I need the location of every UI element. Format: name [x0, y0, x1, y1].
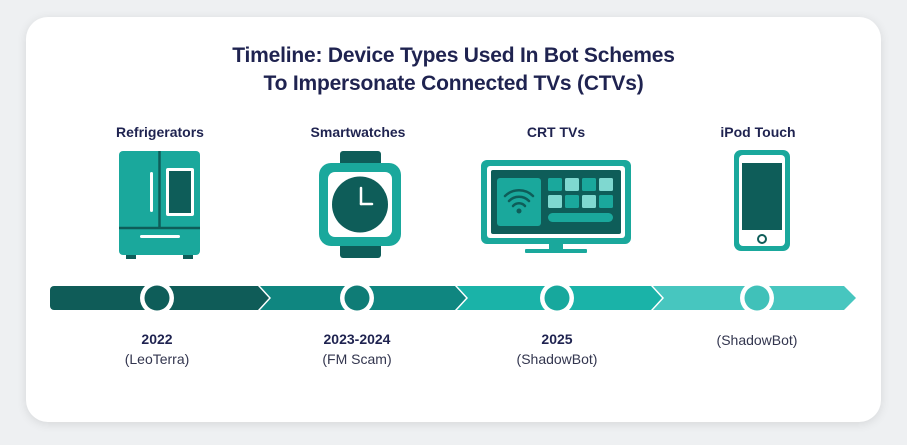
milestone-marker-1 [140, 281, 174, 315]
device-label-smartwatches: Smartwatches [310, 124, 406, 140]
title-line-1: Timeline: Device Types Used In Bot Schem… [232, 44, 675, 67]
title-line-2: To Impersonate Connected TVs (CTVs) [263, 72, 644, 95]
year-2023-2024: 2023-2024 [323, 331, 391, 347]
ipod-touch-icon [734, 150, 790, 251]
refrigerator-icon [119, 151, 200, 259]
scheme-leoterra: (LeoTerra) [124, 351, 190, 367]
year-2025: 2025 [541, 331, 573, 347]
device-label-ipod-touch: iPod Touch [720, 124, 796, 140]
year-2022: 2022 [141, 331, 173, 347]
milestone-marker-4 [740, 281, 774, 315]
device-label-crt-tvs: CRT TVs [526, 124, 586, 140]
scheme-shadowbot-ipod: (ShadowBot) [716, 332, 798, 348]
device-label-refrigerators: Refrigerators [116, 124, 204, 140]
smartwatch-icon [319, 151, 401, 258]
milestone-marker-2 [340, 281, 374, 315]
milestone-marker-3 [540, 281, 574, 315]
scheme-shadowbot-2025: (ShadowBot) [516, 351, 598, 367]
crt-tv-icon [481, 160, 631, 253]
scheme-fm-scam: (FM Scam) [322, 351, 392, 367]
